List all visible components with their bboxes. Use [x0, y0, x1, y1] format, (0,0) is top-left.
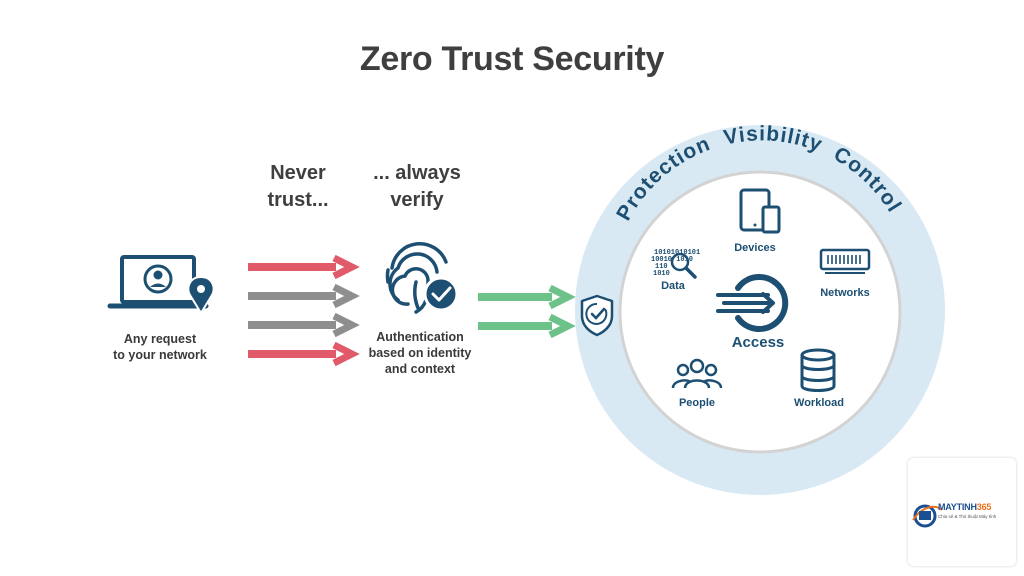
arrow-red-bottom [248, 341, 360, 367]
auth-line2: based on identity [368, 346, 472, 360]
verified-arrows [478, 284, 576, 339]
binary-line-4: 1010 [653, 270, 670, 278]
always-verify-heading: ... always verify [362, 160, 472, 214]
never-trust-heading: Never trust... [248, 160, 348, 214]
arrow-green-top [478, 284, 576, 310]
access-label: Access [731, 334, 785, 351]
incoming-arrows [248, 254, 360, 367]
always-line2: verify [390, 189, 444, 211]
location-pin-icon [187, 275, 215, 315]
logo-name-accent: 365 [976, 502, 992, 512]
data-icon: 10101010101 10010 1010 110 1010 [651, 249, 700, 279]
devices-label: Devices [734, 242, 776, 254]
logo-globe-icon [912, 504, 943, 528]
logo-tagline: Chia sẻ & Thủ thuật Máy tính [938, 514, 997, 519]
request-line1: Any request [123, 332, 197, 346]
never-line1: Never [270, 162, 326, 184]
request-caption: Any request to your network [95, 331, 225, 363]
always-line1: ... always [373, 162, 461, 184]
binary-line-1: 10101010101 [654, 249, 700, 257]
people-icon [671, 358, 723, 389]
workload-icon [800, 348, 836, 392]
networks-icon [819, 248, 871, 274]
people-label: People [678, 397, 716, 409]
devices-icon [739, 188, 781, 234]
auth-line3: and context [384, 362, 456, 376]
logo-name: MAYTINH365 [938, 502, 991, 512]
watermark-logo: MAYTINH365 Chia sẻ & Thủ thuật Máy tính [908, 458, 1016, 566]
access-icon [716, 274, 789, 332]
logo-name-main: MAYTINH [938, 502, 977, 512]
workload-label: Workload [794, 397, 844, 409]
auth-caption: Authentication based on identity and con… [350, 329, 490, 377]
user-icon [143, 264, 173, 294]
networks-label: Networks [820, 287, 870, 299]
arrow-green-bottom [478, 313, 576, 339]
shield-check-icon [580, 294, 614, 337]
page-title: Zero Trust Security [359, 40, 665, 78]
arrow-red-top [248, 254, 360, 280]
never-line2: trust... [267, 189, 329, 211]
fingerprint-icon [385, 242, 448, 314]
auth-line1: Authentication [376, 330, 464, 344]
request-line2: to your network [113, 348, 207, 362]
binary-line-3: 110 [655, 263, 668, 271]
arrow-gray-1 [248, 283, 360, 309]
arrow-gray-2 [248, 312, 360, 338]
data-label: Data [661, 280, 685, 292]
check-badge-icon [423, 276, 459, 312]
